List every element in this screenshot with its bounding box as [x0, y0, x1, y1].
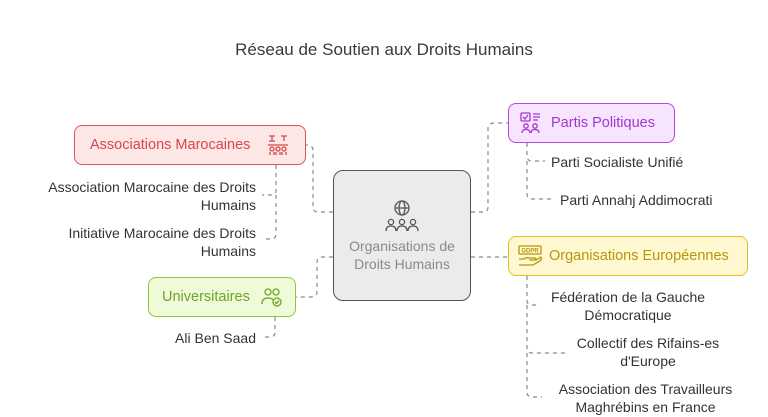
connector-partis-item-2: [526, 161, 552, 200]
branch-label: Partis Politiques: [551, 115, 655, 131]
svg-text:GDPR: GDPR: [521, 249, 539, 255]
list-item: Association des Travailleurs Maghrébins …: [558, 381, 733, 415]
branch-partis-politiques[interactable]: Partis Politiques: [508, 103, 675, 143]
list-item: Ali Ben Saad: [175, 330, 256, 346]
voting-people-icon: [520, 112, 540, 134]
list-item: Parti Socialiste Unifié: [551, 154, 684, 170]
connector-partis-item-1: [526, 143, 545, 162]
connector-partis: [471, 122, 508, 213]
gdpr-hand-icon: GDPR: [518, 245, 542, 266]
center-label: Organisations de Droits Humains: [349, 237, 455, 272]
connector-europe-item-1: [526, 276, 540, 306]
branch-organisations-europeennes[interactable]: GDPR Organisations Européennes: [508, 236, 748, 276]
connector-assoc-item-1: [262, 165, 277, 196]
branch-label: Universitaires: [162, 289, 250, 305]
center-node[interactable]: Organisations de Droits Humains: [333, 170, 471, 301]
connector-univ-item-1: [262, 317, 276, 338]
branch-label: Associations Marocaines: [90, 137, 251, 153]
globe-people-icon: [385, 199, 419, 231]
connector-europe-item-3: [526, 353, 542, 398]
list-item: Collectif des Rifains-es d'Europe: [576, 335, 720, 369]
connector-assoc-item-2: [262, 195, 277, 240]
group-hands-icon: [268, 135, 289, 155]
branch-associations-marocaines[interactable]: Associations Marocaines: [74, 125, 306, 165]
branch-label: Organisations Européennes: [549, 248, 729, 264]
list-item: Initiative Marocaine des Droits Humains: [68, 225, 256, 259]
people-icon: [261, 288, 282, 307]
list-item: Fédération de la Gauche Démocratique: [550, 289, 706, 323]
branch-universitaires[interactable]: Universitaires: [148, 277, 296, 317]
diagram-title: Réseau de Soutien aux Droits Humains: [235, 40, 533, 59]
connector-europe-item-2: [526, 305, 565, 354]
list-item: Parti Annahj Addimocrati: [560, 192, 713, 208]
connector-universitaires: [296, 256, 333, 298]
connector-associations: [305, 144, 333, 213]
list-item: Association Marocaine des Droits Humains: [48, 179, 256, 213]
